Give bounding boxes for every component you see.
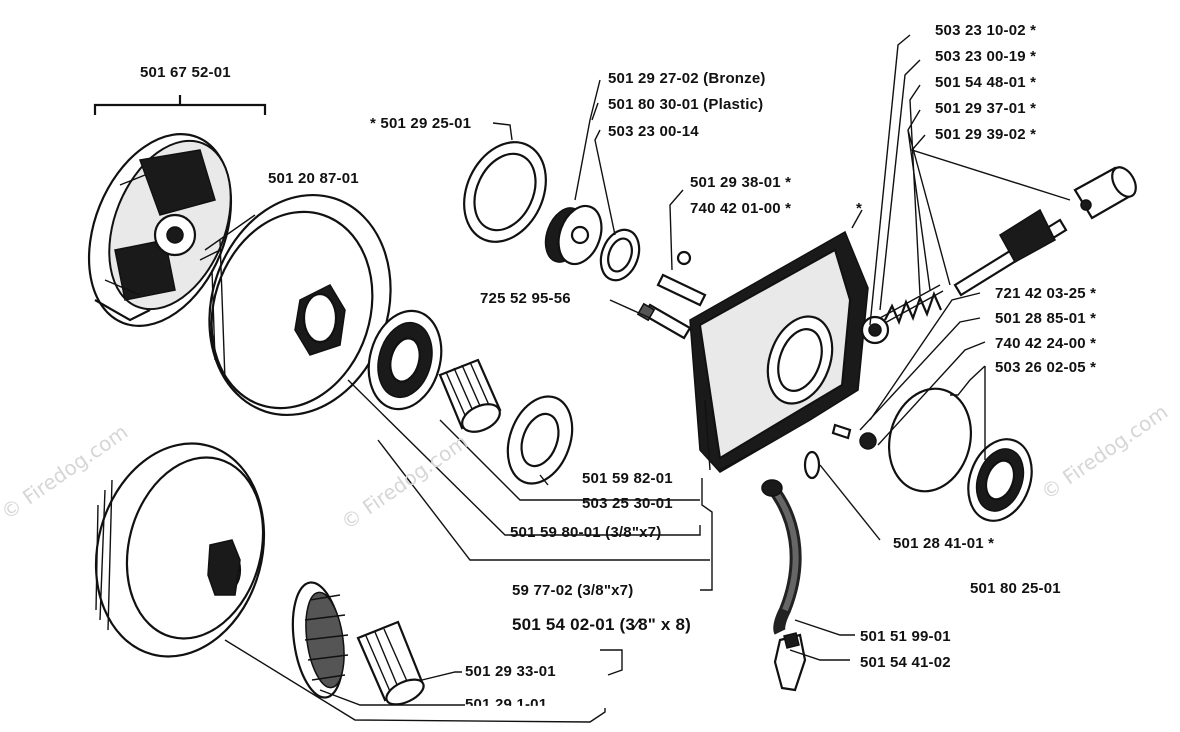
oil-seal-icon [967, 438, 1033, 522]
small-pin-icon [803, 423, 877, 480]
end-cap-icon [1073, 166, 1137, 220]
clutch-drum-small-icon [94, 442, 266, 658]
label-washer-14: 503 23 00-14 [608, 123, 699, 140]
label-c11: 501 29 1-01 [465, 696, 548, 713]
label-c7: 501 54 02-01 (3⁄8" x 8) [512, 615, 692, 634]
label-drum-large: 501 20 87-01 [268, 170, 359, 187]
label-seal-ring: * 501 29 25-01 [370, 115, 472, 132]
o-ring-icon [887, 387, 973, 493]
label-c2: 503 25 30-01 [582, 495, 673, 512]
label-c9: 501 54 41-02 [860, 654, 951, 671]
rim-sprocket-icon [291, 581, 349, 699]
washer-icon [506, 395, 574, 485]
pin-icon [636, 250, 707, 340]
label-r4: 501 29 37-01 * [935, 100, 1037, 117]
label-m1: 721 42 03-25 * [995, 285, 1097, 302]
label-r3: 501 54 48-01 * [935, 74, 1037, 91]
label-bushing-bronze: 501 29 27-02 (Bronze) [608, 70, 766, 87]
label-bolt-725: 725 52 95-56 [480, 290, 571, 307]
label-c5: 501 80 25-01 [970, 580, 1061, 597]
label-r5: 501 29 39-02 * [935, 126, 1037, 143]
label-m3: 740 42 24-00 * [995, 335, 1097, 352]
leader-lines [204, 34, 1071, 723]
label-bushing-plastic: 501 80 30-01 (Plastic) [608, 96, 764, 113]
label-pump-star: * [856, 200, 863, 217]
label-c1: 501 59 82-01 [582, 470, 673, 487]
label-c3: 501 59 80-01 (3/8"x7) [510, 524, 662, 541]
label-part-7404201: 740 42 01-00 * [690, 200, 792, 217]
label-m4: 503 26 02-05 * [995, 359, 1097, 376]
seal-ring-icon [463, 141, 547, 243]
needle-bearing-small-icon [356, 620, 425, 706]
label-r1: 503 23 10-02 * [935, 22, 1037, 39]
label-part-2938: 501 29 38-01 * [690, 174, 792, 191]
label-m2: 501 28 85-01 * [995, 310, 1097, 327]
washer-small-icon [599, 228, 641, 282]
sprocket-rim-icon [367, 309, 443, 411]
worm-shaft-icon [860, 208, 1068, 345]
label-r2: 503 23 00-19 * [935, 48, 1037, 65]
oil-pump-housing-icon [689, 230, 869, 473]
label-c10: 501 29 33-01 [465, 663, 556, 680]
needle-bearing-icon [438, 358, 502, 433]
label-clutch-assembly: 501 67 52-01 [140, 64, 231, 81]
oil-hose-icon [761, 479, 802, 635]
bushing-icon [544, 204, 603, 266]
label-c6: 59 77-02 (3/8"x7) [512, 582, 634, 599]
label-c4: 501 28 41-01 * [893, 535, 995, 552]
clutch-assembly-icon [87, 95, 267, 327]
clutch-drum-large-icon [208, 193, 392, 417]
oil-filter-icon [773, 632, 807, 692]
label-c8: 501 51 99-01 [860, 628, 951, 645]
